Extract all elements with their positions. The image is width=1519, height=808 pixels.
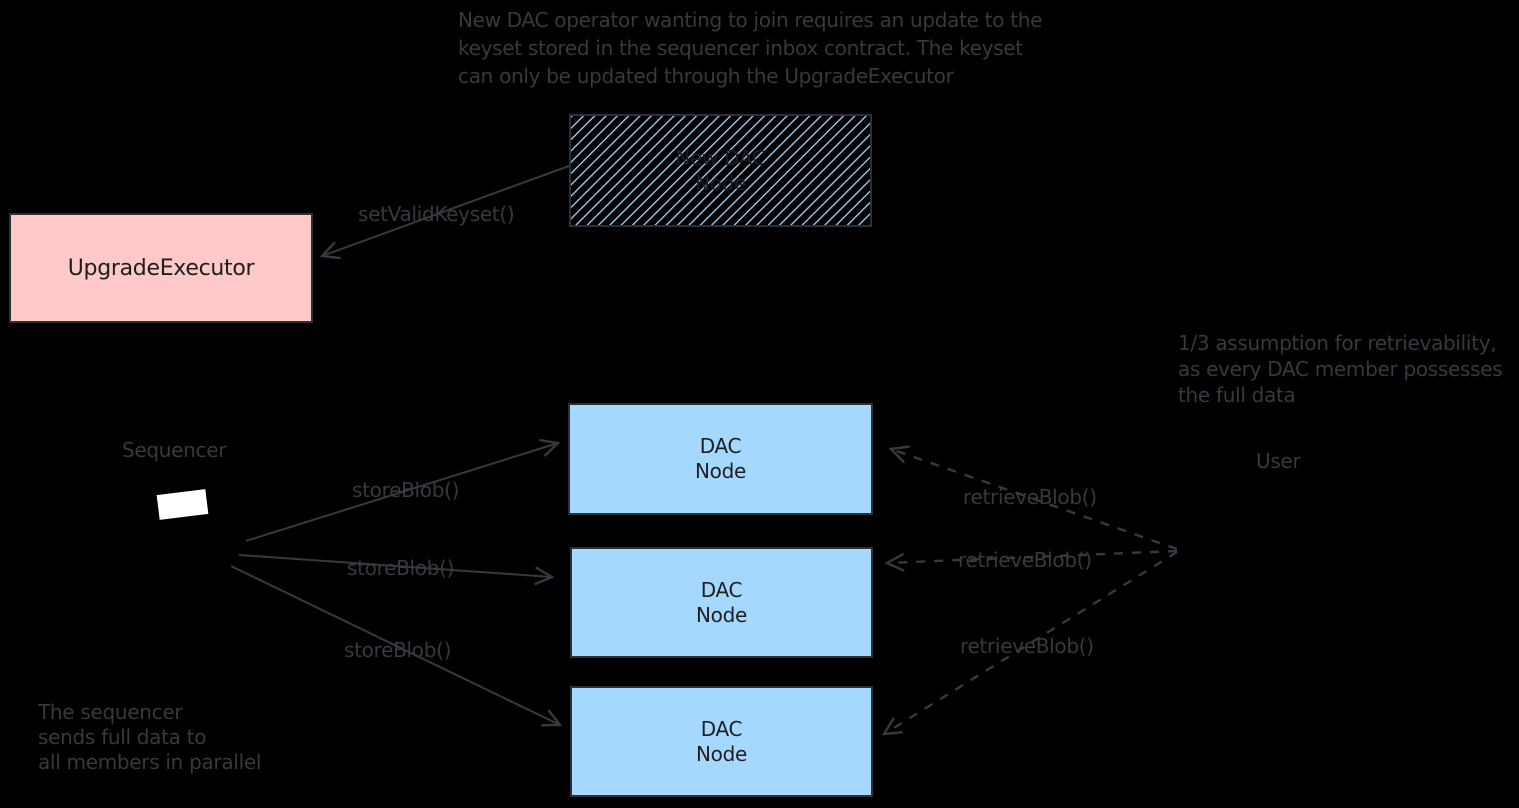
user-label: User — [1256, 449, 1301, 473]
store-blob-label-2: storeBlob() — [347, 556, 455, 580]
sequencer-label: Sequencer — [122, 438, 227, 462]
store-blob-label-1: storeBlob() — [352, 478, 460, 502]
hatch-pattern — [571, 116, 870, 225]
set-valid-keyset-label: setValidKeyset() — [358, 202, 515, 226]
upgrade-executor-box: UpgradeExecutor — [9, 213, 313, 323]
retrieve-blob-arrow-2 — [884, 549, 1178, 572]
new-dac-node-box: New DAC Node — [569, 114, 872, 227]
store-blob-label-3: storeBlob() — [344, 638, 452, 662]
retrieve-blob-arrow-1 — [888, 445, 1178, 551]
store-blob-arrow-2 — [238, 554, 555, 586]
retrieve-blob-label-1: retrieveBlob() — [963, 485, 1097, 509]
assumption-note: 1/3 assumption for retrievability, as ev… — [1178, 331, 1503, 407]
dac-node-box-1: DAC Node — [568, 403, 873, 515]
set-valid-keyset-arrow — [319, 165, 570, 260]
sequencer-note: The sequencer sends full data to all mem… — [38, 700, 262, 774]
store-blob-arrow-3 — [230, 565, 563, 727]
retrieve-blob-label-3: retrieveBlob() — [960, 634, 1094, 658]
retrieve-blob-label-2: retrieveBlob() — [958, 548, 1092, 572]
retrieve-blob-arrow-3 — [881, 550, 1178, 736]
dac-node-box-3: DAC Node — [570, 686, 873, 797]
top-note: New DAC operator wanting to join require… — [458, 8, 1043, 88]
upgrade-executor-label: UpgradeExecutor — [67, 255, 255, 281]
dac-node-label-2: DAC Node — [696, 577, 747, 627]
dac-node-box-2: DAC Node — [570, 547, 873, 658]
store-blob-arrow-1 — [245, 438, 561, 542]
dac-node-label-3: DAC Node — [696, 716, 747, 766]
new-dac-node-label: New DAC Node — [675, 145, 766, 195]
dac-node-label-1: DAC Node — [695, 434, 746, 483]
